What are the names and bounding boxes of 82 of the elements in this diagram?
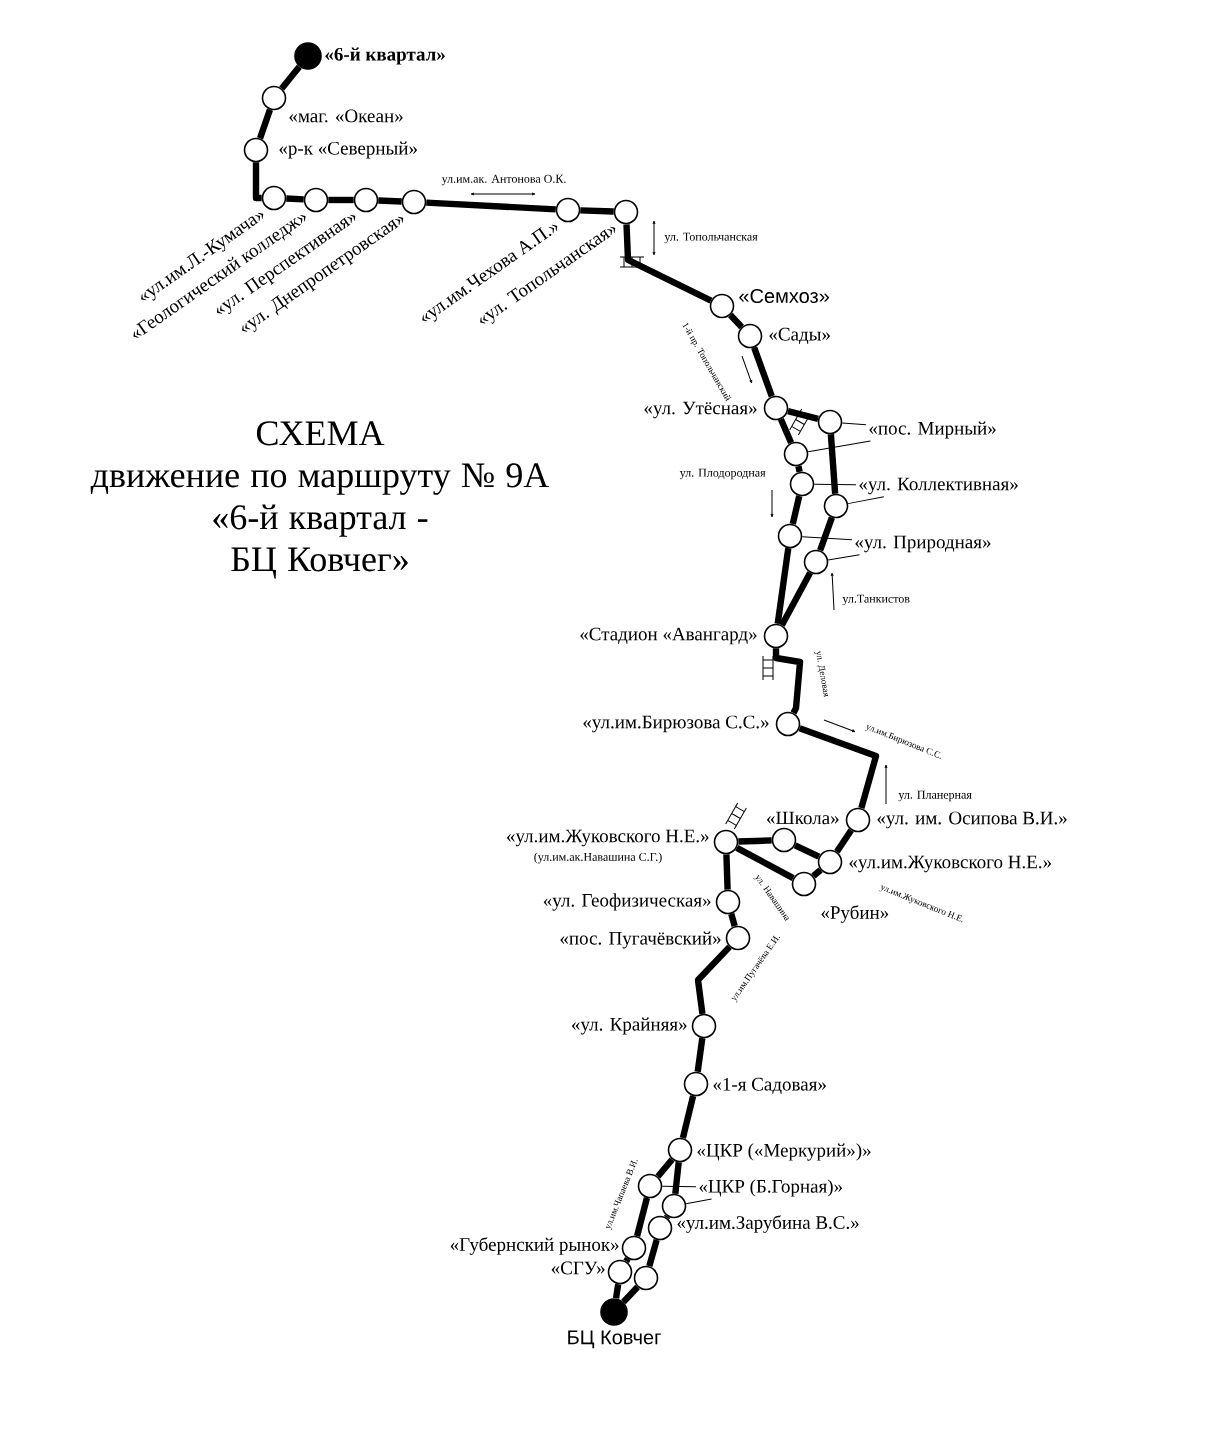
- route-line: [778, 418, 795, 444]
- stop-circle: [633, 1265, 659, 1291]
- leader-line: [661, 1185, 697, 1188]
- route-line: [634, 1197, 651, 1237]
- leader-line: [847, 496, 885, 505]
- stop-circle: [637, 1173, 663, 1199]
- leader-line: [801, 536, 853, 541]
- stop-name: «ул. Природная»: [855, 535, 991, 553]
- route-line: [798, 725, 880, 810]
- route-line: [694, 1037, 706, 1073]
- route-line: [774, 547, 792, 625]
- route-line: [580, 207, 614, 215]
- stop-name: «ЦКР («Меркурий»)»: [697, 1143, 871, 1161]
- route-line: [426, 199, 556, 213]
- stop-circle: [661, 1193, 687, 1219]
- route-line: [817, 516, 835, 552]
- stop-name: «пос. Пугачёвский»: [560, 931, 721, 949]
- stop-name: «ул.им.Бирюзова С.С.»: [583, 715, 769, 733]
- route-line: [623, 224, 713, 304]
- leader-line: [827, 554, 861, 561]
- route-line: [728, 312, 744, 330]
- route-line: [793, 842, 821, 860]
- route-line: [672, 1161, 682, 1195]
- route-line: [328, 196, 354, 204]
- stop-circle: [783, 441, 809, 467]
- stop-name: «ул.им.Жуковского Н.Е.»: [507, 829, 709, 847]
- route-line: [772, 648, 804, 715]
- stop-name: «Семхоз»: [739, 288, 829, 304]
- stop-name: «ул.им.Жуковского Н.Е.»: [849, 855, 1051, 873]
- leader-line: [813, 483, 857, 486]
- route-line: [621, 1284, 640, 1305]
- route-line: [827, 434, 839, 494]
- stop-name: «Школа»: [767, 811, 839, 825]
- stop-name: «ул.им.Зарубина В.С.»: [677, 1215, 859, 1233]
- route-line: [779, 571, 813, 627]
- stop-name: «ул. Утёсная»: [644, 401, 757, 419]
- route-line: [728, 913, 738, 927]
- stop-name: «ул. Геофизическая»: [543, 893, 711, 911]
- stop-name: БЦ Ковчег: [568, 1330, 661, 1349]
- route-line: [795, 465, 803, 473]
- route-line: [811, 867, 823, 879]
- stop-circle: [777, 523, 803, 549]
- route-line: [257, 108, 273, 140]
- route-line: [252, 162, 262, 202]
- route-line: [735, 845, 795, 881]
- leader-line: [807, 440, 871, 453]
- stop-circle: [823, 493, 849, 519]
- stop-circle: [789, 471, 815, 497]
- route-line: [655, 1157, 675, 1179]
- route-line: [834, 828, 854, 854]
- leader-line: [685, 1198, 713, 1205]
- stop-name: «1-я Садовая»: [713, 1077, 826, 1095]
- route-line: [378, 197, 402, 205]
- stop-name: «Стадион «Авангард»: [580, 627, 757, 645]
- route-line: [623, 1257, 631, 1263]
- route-line: [279, 64, 302, 91]
- stop-name: «ул. им. Осипова В.И.»: [877, 811, 1067, 829]
- title: СХЕМА движение по маршруту № 9А «6-й квартал - БЦ Ковчег»: [90, 421, 550, 579]
- route-line: [679, 1095, 697, 1139]
- stop-name: «маг. «Океан»: [289, 109, 403, 123]
- stop-name: «пос. Мирный»: [869, 421, 996, 439]
- route-line: [663, 1214, 671, 1220]
- stop-name: «6-й квартал»: [325, 47, 445, 65]
- stop-name: «ул. Коллективная»: [859, 477, 1018, 495]
- route-line: [787, 408, 819, 422]
- stop-name: «Сады»: [769, 327, 830, 345]
- route-line: [723, 854, 731, 890]
- stop-name: «р-к «Северный»: [279, 141, 417, 159]
- stop-circle: [803, 549, 829, 575]
- route-line: [694, 944, 732, 1015]
- stop-name: «ЦКР (Б.Горная)»: [699, 1179, 842, 1197]
- route-line: [751, 346, 775, 398]
- route-line: [789, 495, 803, 525]
- route-line: [646, 1239, 660, 1267]
- stop-name: «ул. Крайняя»: [572, 1017, 687, 1035]
- stop-name: «СГУ»: [551, 1261, 605, 1275]
- stop-name: «Губернский рынок»: [450, 1237, 619, 1255]
- route-line: [286, 195, 304, 203]
- stop-circle: [817, 409, 843, 435]
- leader-line: [841, 422, 867, 426]
- route-line: [612, 1283, 622, 1299]
- route-line: [738, 837, 772, 845]
